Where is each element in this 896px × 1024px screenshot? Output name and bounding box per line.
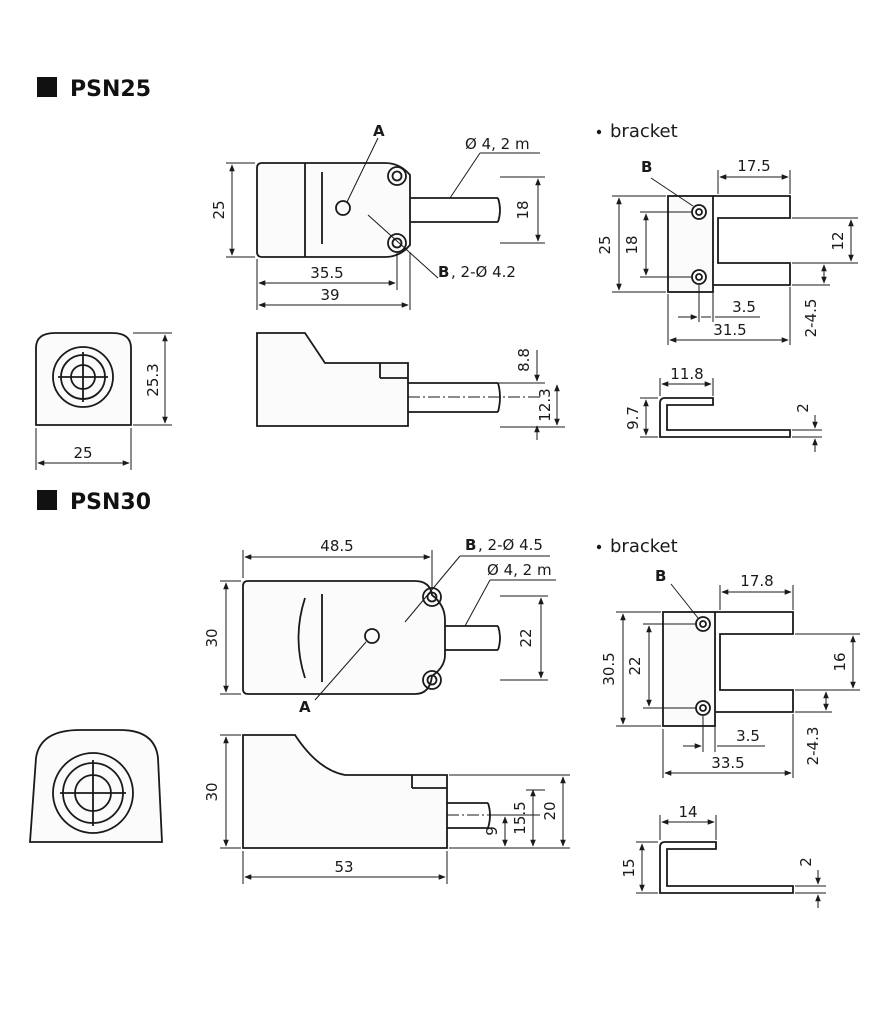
holes-spec: , 2-Ø 4.2: [451, 263, 516, 281]
cable-spec: Ø 4, 2 m: [487, 561, 552, 579]
dim-face-width: 25: [73, 444, 92, 462]
psn25-top-view: A Ø 4, 2 m B , 2-Ø 4.2 25 18 35.5: [210, 122, 545, 310]
bracket-dim-inner: 18: [623, 235, 641, 254]
section-title-psn25: PSN25: [70, 77, 151, 102]
bracket-label-b: B: [641, 158, 652, 176]
dim-cable-c: 20: [541, 801, 559, 820]
bracket-dim-length: 31.5: [713, 321, 746, 339]
bracket-dim-thickness: 2: [794, 403, 812, 413]
psn25-section: PSN25 A Ø 4, 2 m B , 2-Ø 4.2: [35, 77, 858, 470]
dim-length: 39: [320, 286, 339, 304]
bracket-dim-side-height: 9.7: [624, 406, 642, 430]
dim-height: 30: [203, 628, 221, 647]
cable-spec: Ø 4, 2 m: [465, 135, 530, 153]
psn30-bracket-top: bracket B 17.8 30.5 22 16: [596, 536, 860, 778]
bracket-dim-outer: 30.5: [600, 652, 618, 685]
dim-cable-a: 9: [483, 826, 501, 836]
bracket-dim-slot-width: 2-4.3: [804, 727, 822, 766]
bracket-dim-side-width: 14: [678, 803, 697, 821]
dim-face-height: 25.3: [144, 363, 162, 396]
psn30-side-view: 30 53 9 15.5 20: [203, 734, 570, 884]
psn30-bracket-side: 14 15 2: [620, 803, 826, 908]
psn25-face-view: 25.3 25: [35, 332, 172, 470]
dim-cable-top: 8.8: [515, 348, 533, 372]
hole-icon: [422, 670, 442, 690]
hole-icon: [387, 166, 407, 186]
dim-height: 25: [210, 200, 228, 219]
bracket-title: bracket: [610, 121, 678, 142]
target-a-icon: [335, 200, 351, 216]
bracket-dim-slot: 12: [829, 231, 847, 250]
bracket-dim-hole: 3.5: [736, 727, 760, 745]
dim-cable-total: 12.3: [536, 388, 554, 421]
section-marker-icon: [37, 77, 57, 97]
label-a: A: [373, 122, 385, 140]
bullet-icon: [596, 544, 602, 550]
dim-length: 53: [334, 858, 353, 876]
psn30-face-view: [29, 729, 163, 843]
bracket-dim-top: 17.8: [740, 572, 773, 590]
label-a: A: [299, 698, 311, 716]
psn30-section: PSN30 A B , 2-Ø 4.5 Ø 4, 2 m: [29, 490, 860, 908]
dim-cable-b: 15.5: [511, 801, 529, 834]
dim-inner-length: 48.5: [320, 537, 353, 555]
psn25-side-view: 8.8 12.3: [256, 332, 565, 440]
psn25-bracket-side: 11.8 9.7 2: [624, 365, 822, 452]
label-b: B: [465, 536, 476, 554]
bracket-label-b: B: [655, 567, 666, 585]
bracket-dim-top: 17.5: [737, 157, 770, 175]
label-b: B: [438, 263, 449, 281]
dim-inner-length: 35.5: [310, 264, 343, 282]
bracket-dim-side-width: 11.8: [670, 365, 703, 383]
bracket-dim-outer: 25: [596, 235, 614, 254]
target-a-icon: [364, 628, 380, 644]
psn25-bracket-top: bracket B 17.5 25 18 12: [596, 121, 858, 345]
psn30-top-view: A B , 2-Ø 4.5 Ø 4, 2 m 48.5 30 22: [203, 536, 556, 716]
bracket-dim-length: 33.5: [711, 754, 744, 772]
bracket-title: bracket: [610, 536, 678, 557]
bullet-icon: [596, 129, 602, 135]
dim-cable-height: 22: [517, 628, 535, 647]
bracket-dim-thickness: 2: [797, 857, 815, 867]
bracket-dim-slot: 16: [831, 652, 849, 671]
section-title-psn30: PSN30: [70, 490, 151, 515]
section-marker-icon: [37, 490, 57, 510]
bracket-dim-hole: 3.5: [732, 298, 756, 316]
bracket-dim-inner: 22: [626, 656, 644, 675]
bracket-dim-side-height: 15: [620, 858, 638, 877]
dim-cable-height: 18: [514, 200, 532, 219]
holes-spec: , 2-Ø 4.5: [478, 536, 543, 554]
bracket-dim-slot-width: 2-4.5: [802, 299, 820, 338]
dim-side-height: 30: [203, 782, 221, 801]
